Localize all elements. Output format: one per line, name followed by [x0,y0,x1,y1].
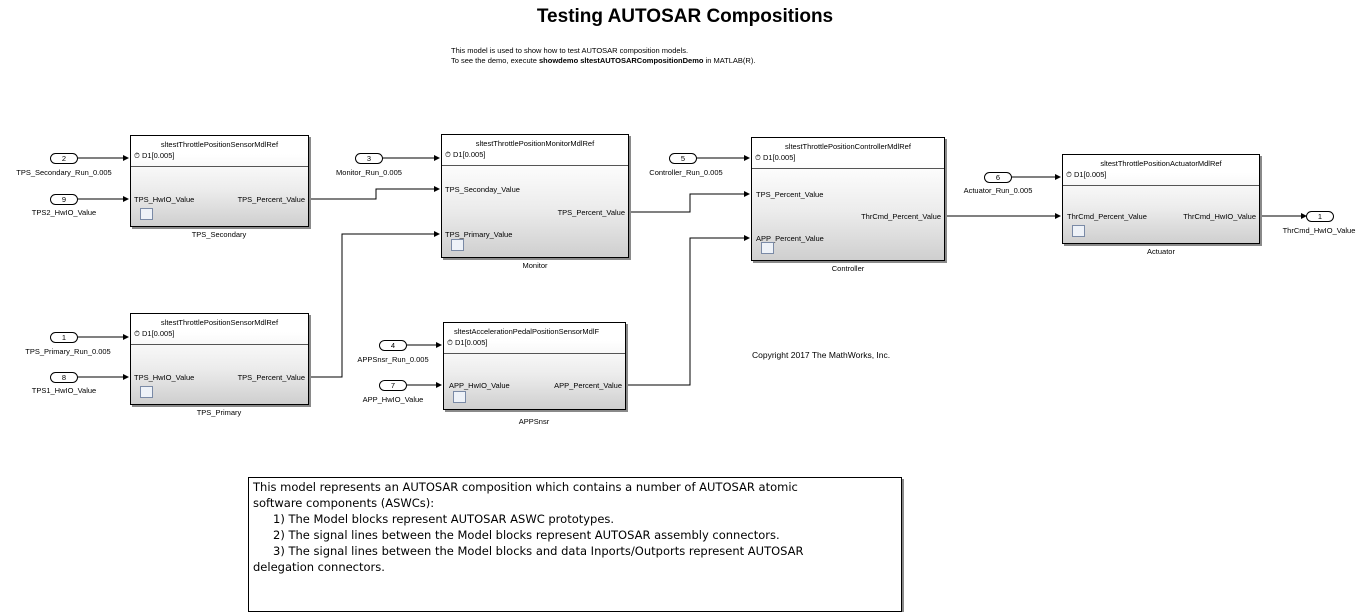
annotation-line: This model represents an AUTOSAR composi… [253,480,798,494]
clock-icon: ⏱ [755,153,761,162]
wire-tps-primary-monitor [309,231,440,378]
sample-rate: ⏱ D1[0.005] [134,151,175,160]
monitor-block-name: Monitor [522,261,548,270]
inport-5[interactable]: 5 [669,153,697,164]
inport-8-label: TPS1_HwIO_Value [31,386,97,395]
annotation-item: 1) The Model blocks represent AUTOSAR AS… [273,512,615,526]
input-port-label: ThrCmd_Percent_Value [1067,212,1147,221]
appsnsr-block-name: APPSnsr [518,417,550,426]
outport-1[interactable]: 1 [1306,211,1334,222]
inport-9[interactable]: 9 [50,194,78,205]
tps-secondary-model-block[interactable]: sltestThrottlePositionSensorMdlRef ⏱ D1[… [130,135,309,227]
block-divider [131,166,308,167]
clock-icon: ⏱ [134,151,140,160]
model-reference-icon [140,208,153,220]
output-port-label: APP_Percent_Value [554,381,622,390]
clock-icon: ⏱ [134,329,140,338]
block-divider [131,344,308,345]
model-reference-icon [453,391,466,403]
model-reference-name: sltestThrottlePositionSensorMdlRef [160,140,279,149]
input-port-label: APP_HwIO_Value [449,381,510,390]
inport-2[interactable]: 2 [50,153,78,164]
input-port-1-label: TPS_Seconday_Value [445,185,520,194]
tps-primary-block-name: TPS_Primary [196,408,242,417]
clock-icon: ⏱ [445,150,451,159]
inport-1-label: TPS_Primary_Run_0.005 [25,347,111,356]
input-port-label: TPS_HwIO_Value [134,195,195,204]
input-port-label: TPS_HwIO_Value [134,373,195,382]
sample-rate: ⏱ D1[0.005] [755,153,796,162]
output-port-label: TPS_Percent_Value [237,373,305,382]
inport-3[interactable]: 3 [355,153,383,164]
inport-6[interactable]: 6 [984,172,1012,183]
tps-primary-model-block[interactable]: sltestThrottlePositionSensorMdlRef ⏱ D1[… [130,313,309,405]
inport-7-label: APP_HwIO_Value [362,395,424,404]
annotation-line: delegation connectors. [253,560,385,574]
output-port-label: ThrCmd_HwIO_Value [1183,212,1256,221]
copyright-text: Copyright 2017 The MathWorks, Inc. [752,350,891,360]
controller-block-name: Controller [831,264,865,273]
sample-rate: ⏱ D1[0.005] [447,338,488,347]
model-reference-icon [140,386,153,398]
model-reference-icon [451,239,464,251]
clock-icon: ⏱ [1066,170,1072,179]
block-divider [752,168,944,169]
actuator-model-block[interactable]: sltestThrottlePositionActuatorMdlRef ⏱ D… [1062,154,1260,244]
sample-rate: ⏱ D1[0.005] [134,329,175,338]
model-reference-name: sltestAccelerationPedalPositionSensorMdl… [454,327,600,336]
wire-monitor-controller [629,191,750,213]
model-reference-name: sltestThrottlePositionMonitorMdlRef [475,139,595,148]
output-port-label: TPS_Percent_Value [237,195,305,204]
wire-appsnsr-controller [626,235,750,386]
model-reference-icon [761,242,774,254]
actuator-block-name: Actuator [1147,247,1175,256]
model-reference-icon [1072,225,1085,237]
inport-3-label: Monitor_Run_0.005 [336,168,402,177]
input-port-1-label: TPS_Percent_Value [756,190,824,199]
block-divider [1063,185,1259,186]
model-reference-name: sltestThrottlePositionActuatorMdlRef [1100,159,1222,168]
sample-rate: ⏱ D1[0.005] [1066,170,1107,179]
inport-1[interactable]: 1 [50,332,78,343]
sample-rate: ⏱ D1[0.005] [445,150,486,159]
inport-9-label: TPS2_HwIO_Value [31,208,97,217]
block-divider [442,165,628,166]
page-title: Testing AUTOSAR Compositions [536,6,834,27]
inport-8[interactable]: 8 [50,372,78,383]
demo-command[interactable]: showdemo sltestAUTOSARCompositionDemo [538,56,704,65]
monitor-model-block[interactable]: sltestThrottlePositionMonitorMdlRef ⏱ D1… [441,134,629,258]
inport-6-label: Actuator_Run_0.005 [963,186,1033,195]
annotation-item: 2) The signal lines between the Model bl… [273,528,780,542]
annotation-line: software components (ASWCs): [253,496,435,510]
inport-4[interactable]: 4 [379,340,407,351]
block-divider [444,353,625,354]
description-line-1: This model is used to show how to test A… [451,46,689,55]
description-line-2: To see the demo, execute showdemo sltest… [451,56,756,65]
tps-secondary-block-name: TPS_Secondary [191,230,247,239]
inport-5-label: Controller_Run_0.005 [649,168,723,177]
model-reference-name: sltestThrottlePositionSensorMdlRef [160,318,279,327]
inport-7[interactable]: 7 [379,380,407,391]
input-port-2-label: APP_Percent_Value [756,234,824,243]
input-port-2-label: TPS_Primary_Value [445,230,513,239]
model-description: This model is used to show how to test A… [451,46,755,66]
annotation-item: 3) The signal lines between the Model bl… [273,544,804,558]
appsnsr-model-block[interactable]: sltestAccelerationPedalPositionSensorMdl… [443,322,626,410]
wire-tps-secondary-monitor [309,186,440,200]
output-port-label: TPS_Percent_Value [557,208,625,217]
output-port-label: ThrCmd_Percent_Value [861,212,941,221]
outport-1-label: ThrCmd_HwIO_Value [1282,226,1356,235]
controller-model-block[interactable]: sltestThrottlePositionControllerMdlRef ⏱… [751,137,945,261]
inport-2-label: TPS_Secondary_Run_0.005 [16,168,112,177]
annotation-box[interactable]: This model represents an AUTOSAR composi… [248,477,902,612]
inport-4-label: APPSnsr_Run_0.005 [357,355,429,364]
model-reference-name: sltestThrottlePositionControllerMdlRef [785,142,911,151]
clock-icon: ⏱ [447,338,453,347]
